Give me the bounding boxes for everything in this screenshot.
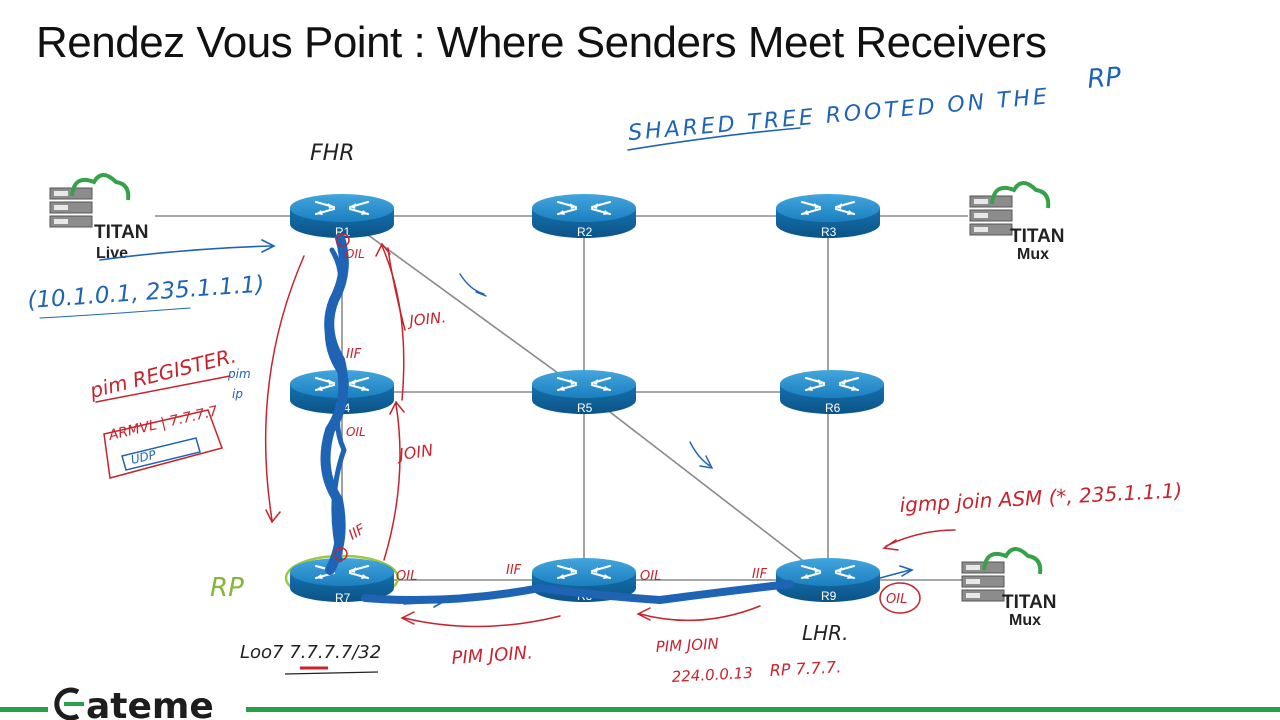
pim-join-right-arrow [636, 605, 761, 622]
flow-r7-to-r9 [361, 580, 794, 605]
router-r9[interactable]: R9 [774, 556, 882, 604]
encap-box [103, 409, 223, 479]
pim-join-rp-label: RP 7.7.7. [769, 657, 842, 680]
router-label: R3 [821, 225, 837, 239]
server-brand: TITAN [1002, 592, 1057, 613]
link-r1-r5 [341, 215, 585, 393]
label-rp: RP [210, 573, 244, 603]
shared-tree-rp: RP [1086, 62, 1123, 95]
shared-tree-underline [627, 127, 801, 151]
sender-arrow-head [261, 239, 276, 253]
r7-out-arrow [403, 596, 445, 608]
router-r1[interactable]: R1 [288, 192, 396, 240]
server-brand: TITAN [1010, 226, 1065, 247]
server-brand: TITAN [94, 222, 149, 243]
source-group-label: (10.1.0.1, 235.1.1.1) [27, 271, 266, 313]
encap-pim-label: pim [227, 367, 251, 381]
flow-r1-to-r7-twist [324, 247, 349, 563]
pim-join-bottom-arrow [400, 611, 561, 628]
source-group-underline [39, 307, 191, 319]
footer-bar-right [246, 707, 1280, 712]
pim-register-label: pim REGISTER. [86, 343, 238, 403]
router-r2[interactable]: R2 [530, 192, 638, 240]
link-r5-r9 [583, 391, 829, 581]
footer-bar-left [0, 707, 48, 712]
encap-inner-box [121, 437, 201, 471]
oil-r9-circle [879, 582, 921, 614]
ateme-logo: ateme [54, 686, 214, 720]
router-label: R2 [577, 225, 593, 239]
r9-out-arrow [879, 565, 914, 579]
router-label: R6 [825, 401, 841, 415]
router-label: R7 [335, 591, 351, 605]
iif-r4-label: IIF [346, 347, 362, 362]
slide-title: Rendez Vous Point : Where Senders Meet R… [36, 18, 1047, 67]
shared-tree-text: SHARED TREE ROOTED ON THE [627, 84, 1051, 146]
encap-outer-label: ARMVL | 7.7.7.7 [106, 403, 219, 444]
iif-r9-label: IIF [752, 567, 768, 582]
pim-register-underline [95, 375, 231, 403]
join-mid-label: JOIN [395, 440, 434, 464]
r1-marker [336, 233, 350, 247]
logo-mark-icon [54, 687, 80, 720]
r7-marker [334, 547, 348, 561]
multicast-flow [39, 127, 914, 608]
footer-brand: ateme [0, 686, 1280, 720]
router-label: R5 [577, 401, 593, 415]
iif-r7-label: IIF [346, 521, 369, 543]
iif-r8-label: IIF [506, 563, 522, 578]
oil-r9-label: OIL [886, 592, 907, 607]
igmp-arrow [881, 529, 956, 551]
label-fhr: FHR [310, 141, 354, 166]
join-arrow-mid [383, 400, 405, 561]
label-lhr: LHR. [802, 621, 848, 645]
sender-arrow [99, 245, 273, 261]
pim-join-right-label: PIM JOIN [655, 635, 719, 656]
router-r6[interactable]: R6 [778, 368, 886, 416]
router-label: R9 [821, 589, 837, 603]
router-r5[interactable]: R5 [530, 368, 638, 416]
server-product: Mux [1009, 612, 1041, 629]
r5-r9-arrow [689, 441, 714, 469]
join-arrow-right-r1 [387, 247, 406, 331]
pim-join-addr-label: 224.0.0.13 [671, 664, 753, 686]
router-r3[interactable]: R3 [774, 192, 882, 240]
encap-inner-label: UDP [130, 447, 159, 466]
loopback-label: Loo7 7.7.7.7/32 [240, 642, 381, 663]
igmp-join-label: igmp join ASM (*, 235.1.1.1) [899, 478, 1183, 517]
server-titan-mux-bottom[interactable]: TITAN Mux [960, 547, 1057, 629]
server-product: Mux [1017, 246, 1049, 263]
oil-r7-label: OIL [396, 569, 417, 584]
oil-r1-label: OIL [345, 247, 365, 261]
logo-text: ateme [86, 686, 214, 720]
shared-tree-note: SHARED TREE ROOTED ON THE RP [627, 62, 1123, 146]
register-arrow-left [264, 255, 305, 524]
join-top-label: JOIN. [406, 308, 447, 330]
server-titan-live[interactable]: TITAN Live [48, 173, 149, 262]
oil-r4-label: OIL [346, 425, 366, 439]
control-plane-arrows [95, 233, 956, 628]
server-titan-mux-top[interactable]: TITAN Mux [968, 181, 1065, 263]
encap-ip-label: ip [232, 387, 243, 401]
oil-r8-label: OIL [640, 569, 661, 584]
loopback-underline [284, 671, 379, 675]
pim-join-bottom-label: PIM JOIN. [451, 642, 534, 669]
r1-r5-arrow [459, 273, 487, 297]
router-r7[interactable]: R7 [284, 554, 400, 605]
